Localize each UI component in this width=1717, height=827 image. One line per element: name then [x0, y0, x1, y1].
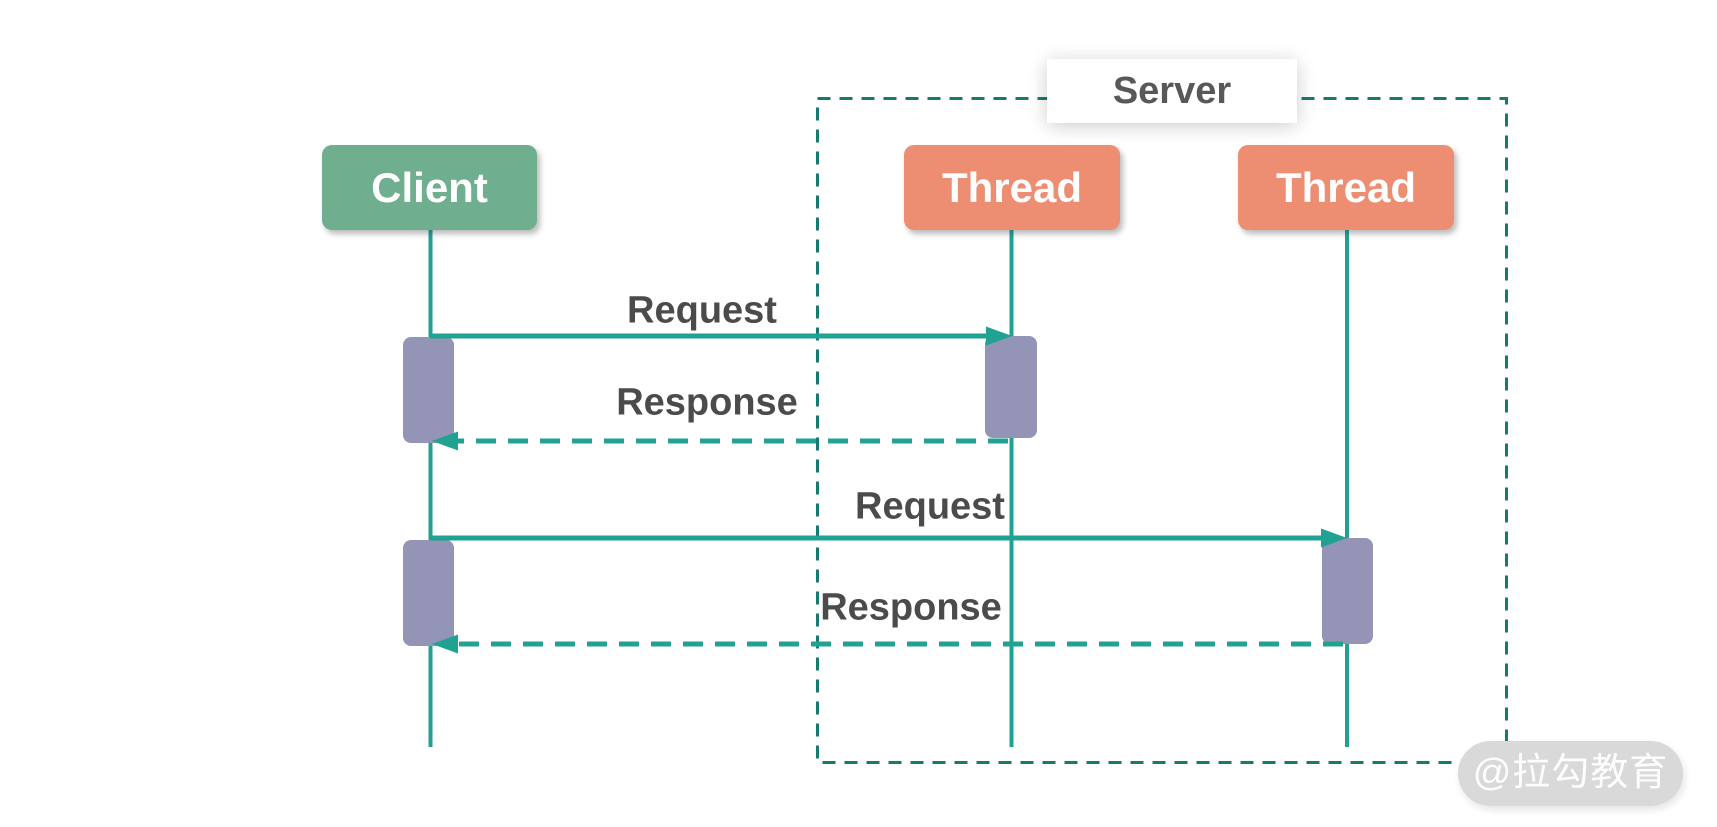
server-group-label: Server: [1047, 59, 1297, 123]
actor-box-client: Client: [322, 145, 537, 230]
watermark-badge: @拉勾教育: [1458, 741, 1683, 806]
thread-1-activation-bar: [985, 336, 1037, 438]
message-label-response-1: Response: [616, 381, 798, 424]
actor-box-thread-2: Thread: [1238, 145, 1454, 230]
thread-2-activation-bar: [1322, 538, 1373, 644]
server-boundary-box: [816, 97, 1508, 764]
message-label-request-2: Request: [855, 485, 1005, 528]
request-1-arrowhead: [986, 326, 1012, 346]
response-2-arrowhead: [432, 634, 458, 654]
request-2-arrowhead: [1321, 528, 1347, 548]
client-activation-bar-2: [403, 540, 454, 646]
response-1-arrowhead: [432, 431, 458, 451]
actor-box-thread-1: Thread: [904, 145, 1120, 230]
message-label-response-2: Response: [820, 586, 1002, 629]
client-activation-bar-1: [403, 337, 454, 443]
message-label-request-1: Request: [627, 289, 777, 332]
